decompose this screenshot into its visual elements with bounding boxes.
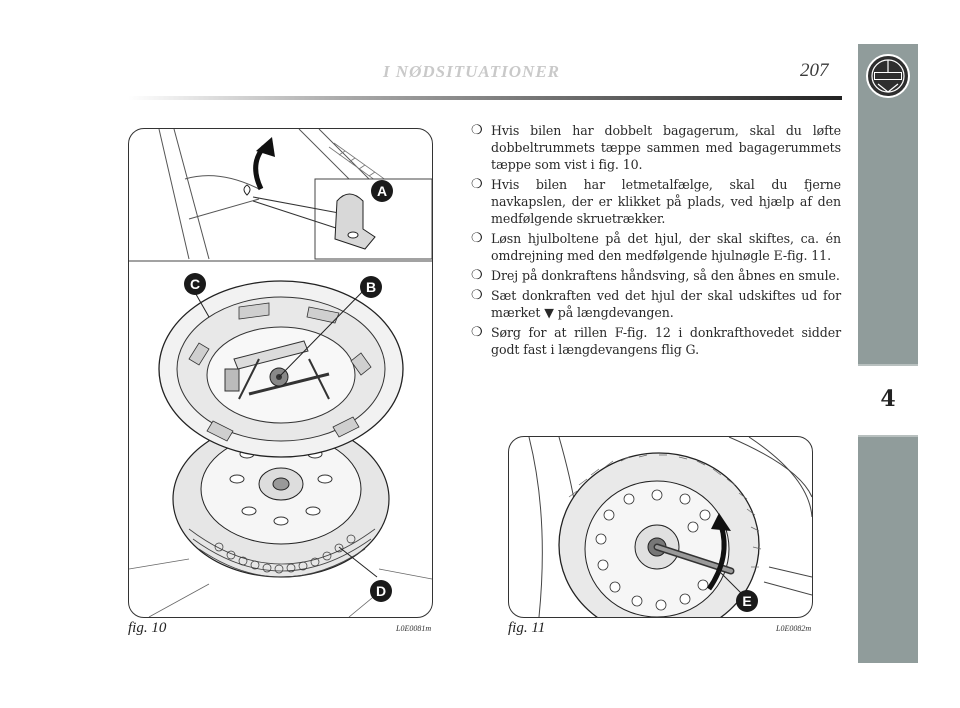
chapter-title: I NØDSITUATIONER [382,62,560,81]
callout-d: D [376,583,386,599]
list-item: ❍Hvis bilen har letmetalfælge, skal du f… [471,177,841,226]
bullet-circle-icon: ❍ [471,177,483,192]
callout-e: E [742,593,751,609]
figure-10-illustration: A [128,128,433,618]
instruction-list: ❍Hvis bilen har dobbelt bagagerum, skal … [471,122,841,358]
chapter-number: 4 [880,386,896,412]
callout-c: C [190,276,200,292]
bullet-circle-icon: ❍ [471,268,483,283]
instruction-text: ❍Hvis bilen har dobbelt bagagerum, skal … [471,122,841,361]
bullet-circle-icon: ❍ [471,123,483,138]
callout-a: A [377,183,387,199]
list-item: ❍Sæt donkraften ved det hjul der skal ud… [471,288,841,320]
list-item: ❍Drej på donkraftens håndsving, så den å… [471,268,840,283]
chapter-tab[interactable]: 4 [858,364,918,437]
bullet-circle-icon: ❍ [471,231,483,246]
chapter-sidebar: 4 [858,44,918,663]
lancia-logo-icon [864,52,912,104]
bullet-circle-icon: ❍ [471,288,483,303]
list-item: ❍Hvis bilen har dobbelt bagagerum, skal … [471,123,841,172]
list-item: ❍Sørg for at rillen F-fig. 12 i donkraft… [471,325,841,357]
figure-10-code: L0E0081m [396,624,432,633]
list-item: ❍Løsn hjulboltene på det hjul, der skal … [471,231,841,263]
figure-10-caption: fig. 10 [128,620,167,636]
figure-11-illustration: E [508,436,813,618]
bullet-circle-icon: ❍ [471,325,483,340]
figure-11-code: L0E0082m [776,624,812,633]
figure-11-caption: fig. 11 [508,620,546,636]
header-rule [128,96,842,100]
page-number: 207 [800,60,829,81]
callout-b: B [366,279,376,295]
